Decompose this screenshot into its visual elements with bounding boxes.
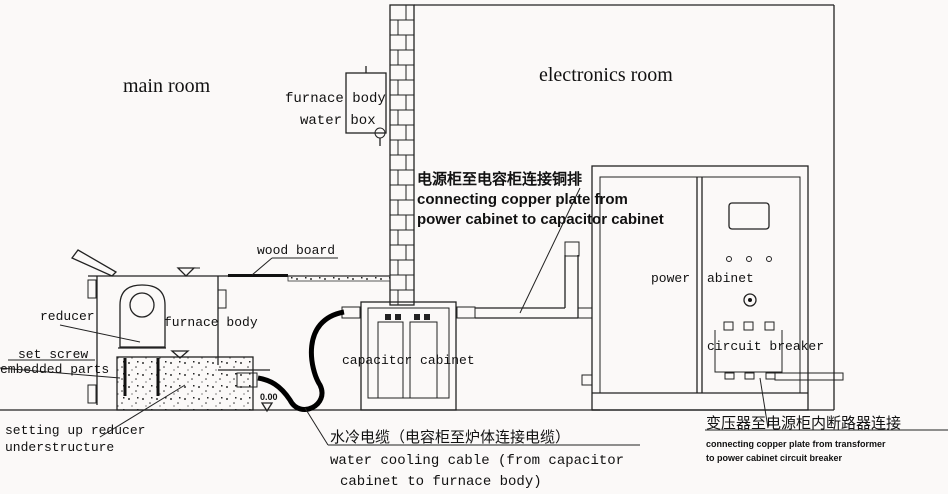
copper-plate-cn-label: 电源柜至电容柜连接铜排 bbox=[417, 170, 582, 188]
reducer bbox=[0, 284, 166, 379]
electronics-room-label: electronics room bbox=[539, 64, 673, 86]
furnace-water-box bbox=[345, 66, 387, 146]
transformer-en-label-2: to power cabinet circuit breaker bbox=[706, 453, 843, 463]
water-box-label-2: water box bbox=[300, 113, 376, 129]
wood-board-label: wood board bbox=[257, 243, 335, 258]
reducer-label: reducer bbox=[40, 309, 95, 324]
main-room-label: main room bbox=[123, 75, 211, 97]
water-box-label-1: furnace body bbox=[285, 91, 386, 107]
capacitor-cabinet bbox=[341, 301, 476, 411]
copper-plate-en-label-1: connecting copper plate from bbox=[417, 191, 628, 208]
copper-plate-en-label-2: power cabinet to capacitor cabinet bbox=[417, 211, 664, 228]
set-screw-label: set screw bbox=[18, 347, 88, 362]
furnace-body bbox=[70, 249, 227, 405]
understructure-label-2: understructure bbox=[5, 440, 114, 455]
cable-cn-label: 水冷电缆（电容柜至炉体连接电缆） bbox=[330, 429, 570, 446]
power-cabinet-label-a: power bbox=[651, 271, 690, 286]
transformer-cn-label: 变压器至电源柜内断路器连接 bbox=[706, 415, 901, 432]
floor-wood-board bbox=[88, 257, 391, 282]
water-cooling-cable bbox=[257, 309, 345, 412]
embedded-parts-label: embedded parts bbox=[0, 362, 109, 377]
brick-wall bbox=[389, 4, 415, 306]
level-label: 0.00 bbox=[260, 392, 278, 402]
power-cabinet-label-b: abinet bbox=[707, 271, 754, 286]
furnace-body-label: furnace body bbox=[164, 315, 258, 330]
concrete-understructure bbox=[99, 350, 274, 438]
understructure-label-1: setting up reducer bbox=[5, 423, 145, 438]
capacitor-cabinet-label: capacitor cabinet bbox=[342, 353, 475, 368]
circuit-breaker-label: circuit breaker bbox=[707, 339, 824, 354]
copper-plate-power-to-capacitor bbox=[475, 187, 593, 386]
cable-leader-line bbox=[304, 407, 329, 446]
transformer-en-label-1: connecting copper plate from transformer bbox=[706, 439, 886, 449]
cable-en-label-2: cabinet to furnace body) bbox=[340, 474, 542, 490]
cable-en-label-1: water cooling cable (from capacitor bbox=[330, 453, 624, 469]
power-cabinet bbox=[591, 165, 948, 431]
